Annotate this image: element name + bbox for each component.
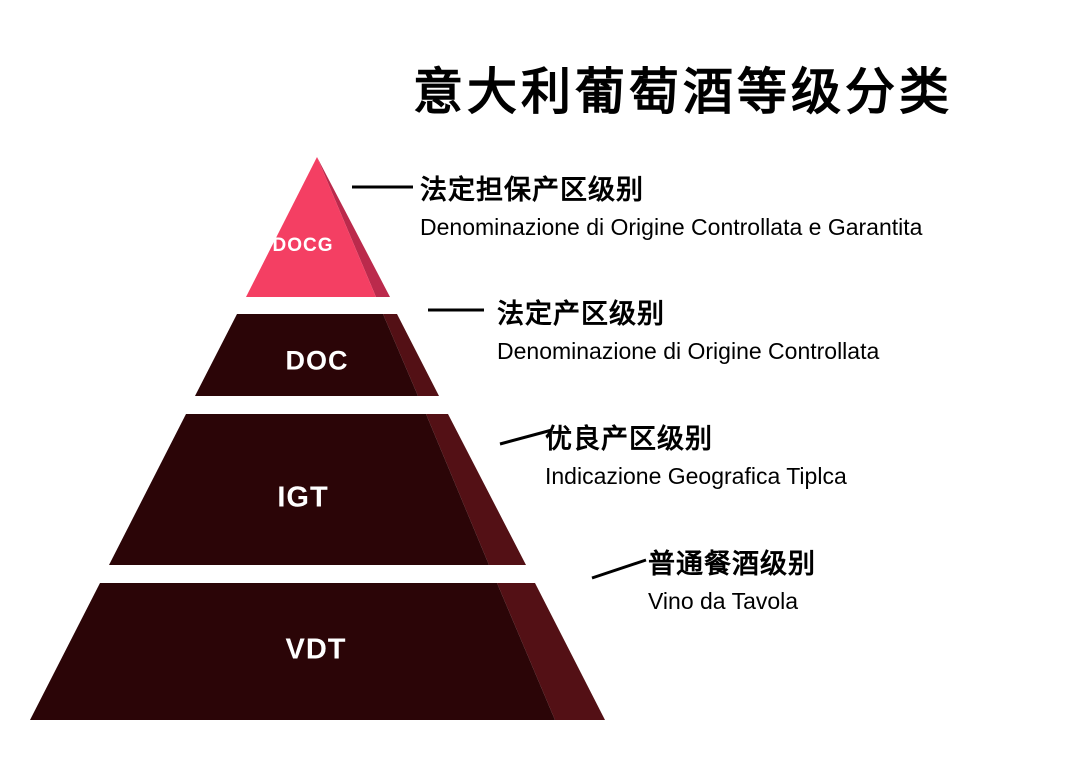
doc-tier-front: [195, 314, 418, 396]
igt-tier-front: [109, 414, 489, 565]
igt-tier-label: IGT: [277, 481, 329, 514]
doc-tier-label: DOC: [285, 345, 349, 376]
vdt-tier-front: [30, 583, 555, 720]
vdt-tier-side: [497, 583, 605, 720]
vdt-connector-line: [591, 558, 647, 580]
docg-tier-front: [246, 157, 376, 297]
docg-tier-label: DOCG: [272, 235, 334, 256]
doc-annotation-italian: Denominazione di Origine Controllata: [497, 338, 880, 364]
doc-tier-side: [383, 314, 439, 396]
vdt-tier-label: VDT: [285, 633, 347, 666]
igt-annotation: 优良产区级别 Indicazione Geografica Tiplca: [545, 417, 847, 490]
igt-connector-line: [499, 428, 553, 446]
igt-tier-side: [426, 414, 526, 565]
page-title: 意大利葡萄酒等级分类: [413, 64, 953, 120]
vdt-annotation-italian: Vino da Tavola: [648, 588, 799, 614]
igt-annotation-italian: Indicazione Geografica Tiplca: [545, 463, 847, 489]
vdt-annotation: 普通餐酒级别 Vino da Tavola: [648, 542, 816, 615]
docg-annotation-chinese: 法定担保产区级别: [420, 175, 644, 205]
igt-annotation-chinese: 优良产区级别: [545, 424, 713, 454]
docg-annotation: 法定担保产区级别 Denominazione di Origine Contro…: [420, 168, 922, 241]
vdt-annotation-chinese: 普通餐酒级别: [648, 549, 816, 579]
doc-annotation-chinese: 法定产区级别: [497, 299, 665, 329]
docg-annotation-italian: Denominazione di Origine Controllata e G…: [420, 214, 923, 240]
docg-tier-side: [317, 157, 390, 297]
doc-annotation: 法定产区级别 Denominazione di Origine Controll…: [497, 292, 879, 365]
